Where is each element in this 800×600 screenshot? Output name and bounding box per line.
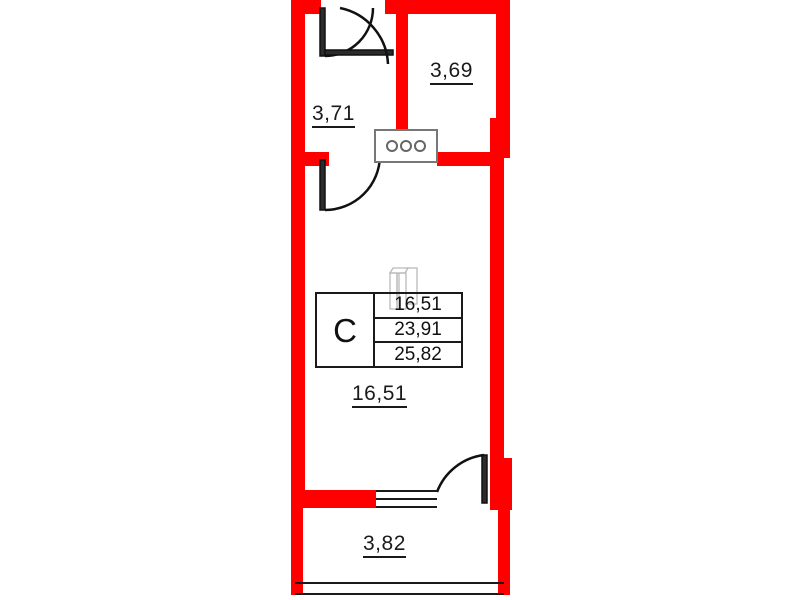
wall-interior-horizontal-right — [437, 152, 497, 166]
wall-right-lower — [490, 158, 504, 458]
wall-right-upper — [496, 0, 510, 118]
wall-balcony-left — [291, 490, 303, 595]
wall-top-right — [385, 0, 510, 14]
wall-right-notch — [490, 118, 510, 158]
apartment-type-cell: C — [317, 294, 375, 366]
room-area-label-living: 16,51 — [352, 382, 408, 409]
wall-balcony-top-left — [291, 490, 376, 508]
stove-icon — [374, 129, 438, 163]
table-row: 23,91 — [375, 319, 461, 344]
door-swing-icon-balcony — [435, 453, 488, 504]
doors-group — [319, 6, 488, 504]
door-swing-icon-hall-lower — [319, 155, 382, 212]
door-swing-icon-top-inner — [324, 6, 394, 65]
wall-balcony-right — [498, 490, 510, 595]
room-area-label-hallway: 3,71 — [312, 102, 355, 129]
wall-interior-vertical — [396, 0, 408, 130]
window-icon-balcony — [376, 490, 437, 508]
apartment-info-table: C 16,51 23,91 25,82 — [315, 292, 463, 368]
furniture-outline-icon — [388, 267, 418, 310]
room-area-label-balcony: 3,82 — [363, 532, 406, 559]
room-area-label-kitchen: 3,69 — [430, 59, 473, 86]
door-swing-icon-entry — [319, 7, 375, 58]
walls-group — [291, 0, 512, 595]
table-row: 25,82 — [394, 343, 442, 365]
table-row: 16,51 — [375, 294, 461, 319]
apartment-values-cell: 16,51 23,91 25,82 — [375, 294, 461, 366]
wall-left-outer — [291, 0, 305, 505]
railing-icon-balcony — [295, 582, 504, 595]
apartment-type-letter: C — [333, 311, 357, 349]
